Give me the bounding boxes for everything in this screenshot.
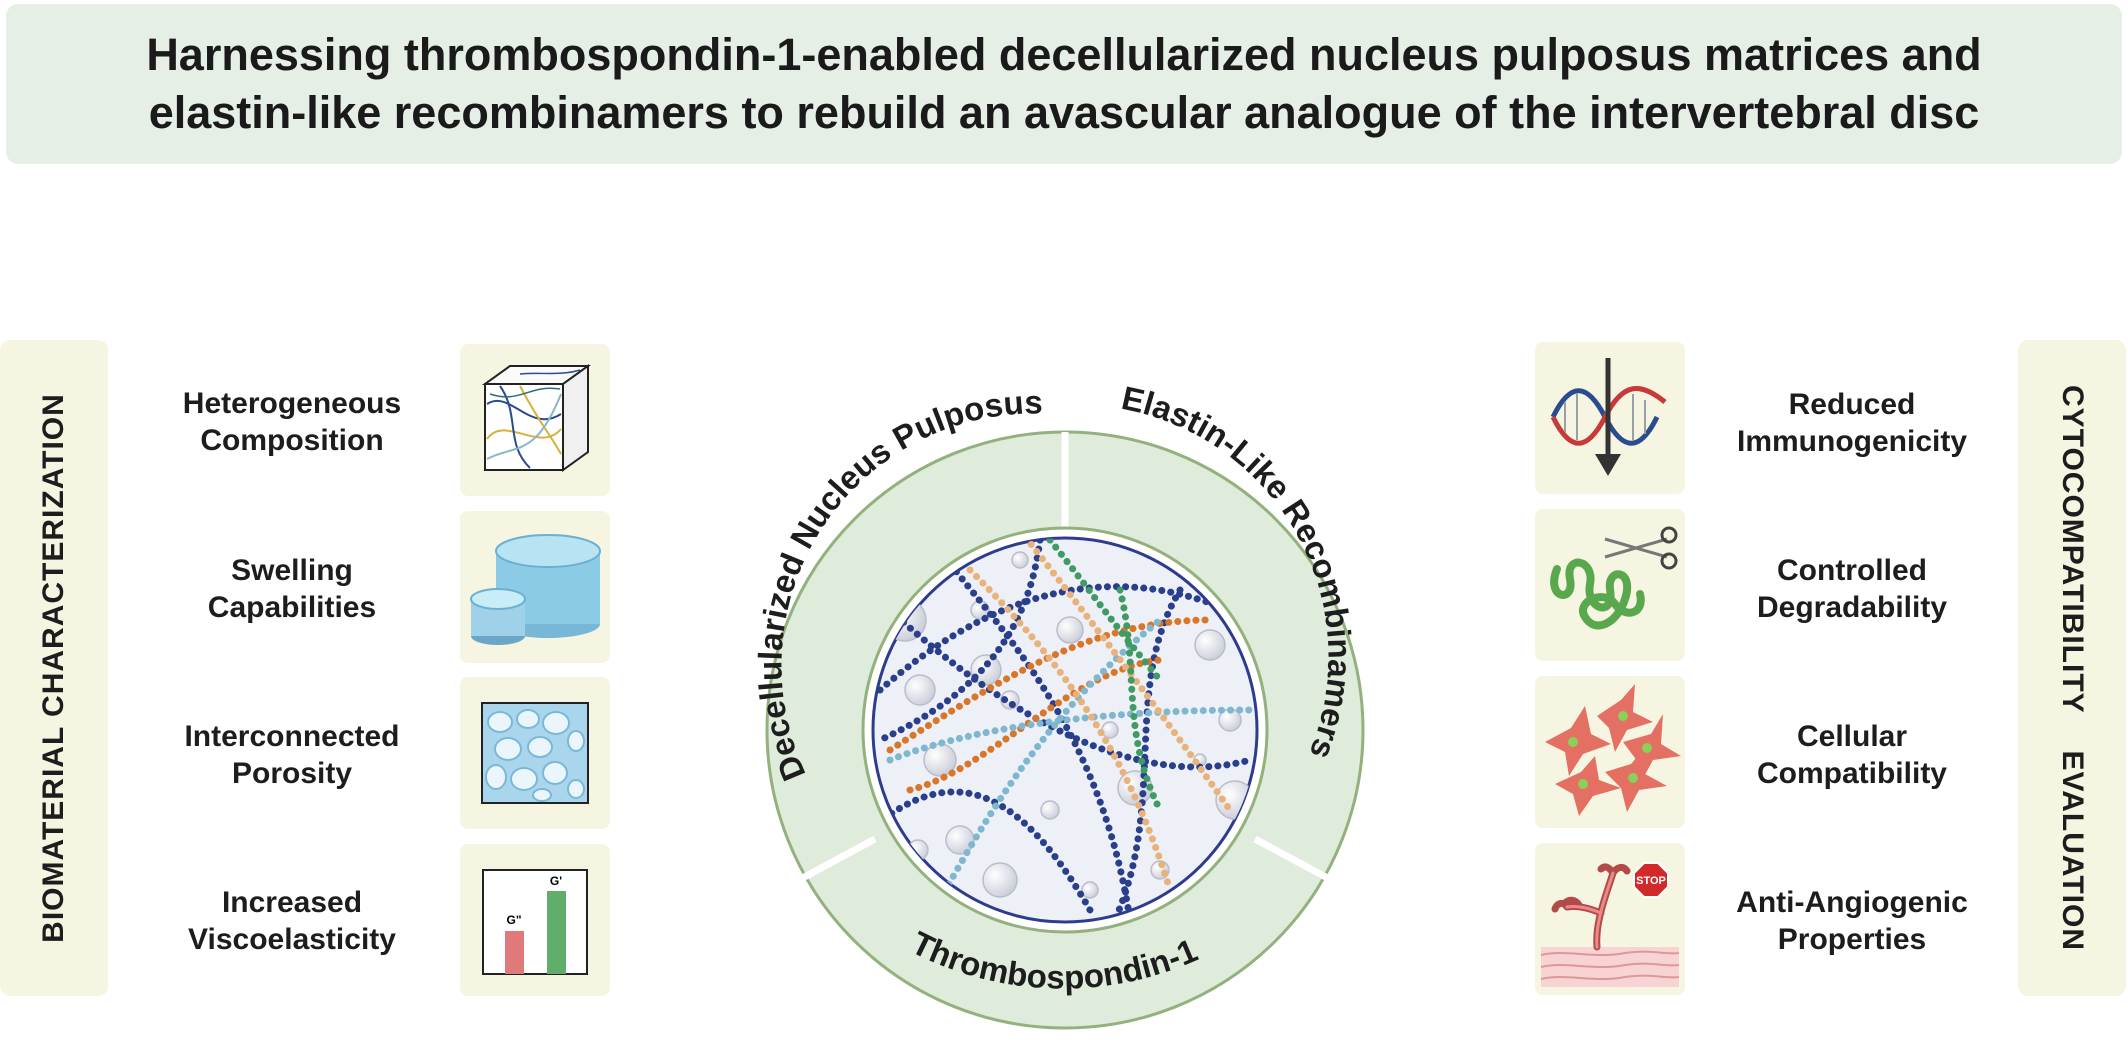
feature-controlled-degradability: Controlled Degradability — [1756, 554, 1948, 624]
feature-cellular-compatibility: Cellular Compatibility — [1756, 720, 1947, 790]
scissors-icon — [1604, 526, 1678, 570]
central-disc-diagram: Decellularized Nucleus Pulposus Elastin-… — [728, 379, 1402, 1030]
right-side-panel: CYTOCOMPATIBILITY EVALUATION — [2018, 340, 2126, 996]
bar-chart-icon-box: G" G' — [460, 844, 610, 996]
dna-arrow-icon — [1550, 358, 1667, 476]
hydrogel-cylinders-icon — [470, 534, 601, 645]
feature-reduced-immunogenicity: Reduced Immunogenicity — [1736, 388, 1968, 458]
polymer-network — [873, 538, 1255, 922]
title-banner: Harnessing thrombospondin-1-enabled dece… — [6, 4, 2122, 164]
divider-left — [728, 835, 877, 921]
fiber-cube-icon-box — [460, 344, 610, 496]
fiber-cube-icon — [481, 364, 592, 472]
dna-arrow-icon-box — [1535, 342, 1685, 494]
bar-chart-icon: G" G' — [482, 869, 588, 975]
g-double-prime-bar — [505, 931, 524, 974]
g-double-prime-label: G" — [506, 913, 521, 927]
feature-anti-angiogenic-properties: Anti-Angiogenic Properties — [1736, 886, 1968, 956]
stop-vessel-icon-box: STOP — [1535, 843, 1685, 995]
title-line-2: elastin-like recombinamers to rebuild an… — [148, 87, 1980, 138]
title-line-1: Harnessing thrombospondin-1-enabled dece… — [146, 29, 1982, 80]
feature-heterogeneous-composition: Heterogeneous Composition — [182, 387, 402, 457]
feature-increased-viscoelasticity: Increased Viscoelasticity — [188, 886, 396, 956]
left-side-panel: BIOMATERIAL CHARACTERIZATION — [0, 340, 108, 996]
feature-swelling-capabilities: Swelling Capabilities — [207, 554, 377, 624]
cytocompatibility-evaluation-label: CYTOCOMPATIBILITY EVALUATION — [2056, 385, 2089, 951]
page-title: Harnessing thrombospondin-1-enabled dece… — [146, 26, 1981, 142]
stop-sign-icon: STOP — [1633, 862, 1669, 898]
scissors-fiber-icon — [1550, 526, 1678, 630]
cells-icon-box — [1535, 676, 1685, 828]
porous-network-icon — [481, 702, 589, 804]
biomaterial-characterization-label: BIOMATERIAL CHARACTERIZATION — [37, 393, 70, 943]
feature-interconnected-porosity: Interconnected Porosity — [184, 720, 400, 790]
divider-right — [1253, 835, 1402, 921]
hydrogel-cylinders-icon-box — [460, 511, 610, 663]
cells-icon — [1545, 684, 1681, 816]
stop-vessel-icon: STOP — [1540, 862, 1680, 987]
scissors-fiber-icon-box — [1535, 509, 1685, 661]
stop-sign-text: STOP — [1636, 875, 1666, 887]
g-prime-label: G' — [550, 874, 562, 888]
porous-network-icon-box — [460, 677, 610, 829]
g-prime-bar — [547, 891, 566, 974]
